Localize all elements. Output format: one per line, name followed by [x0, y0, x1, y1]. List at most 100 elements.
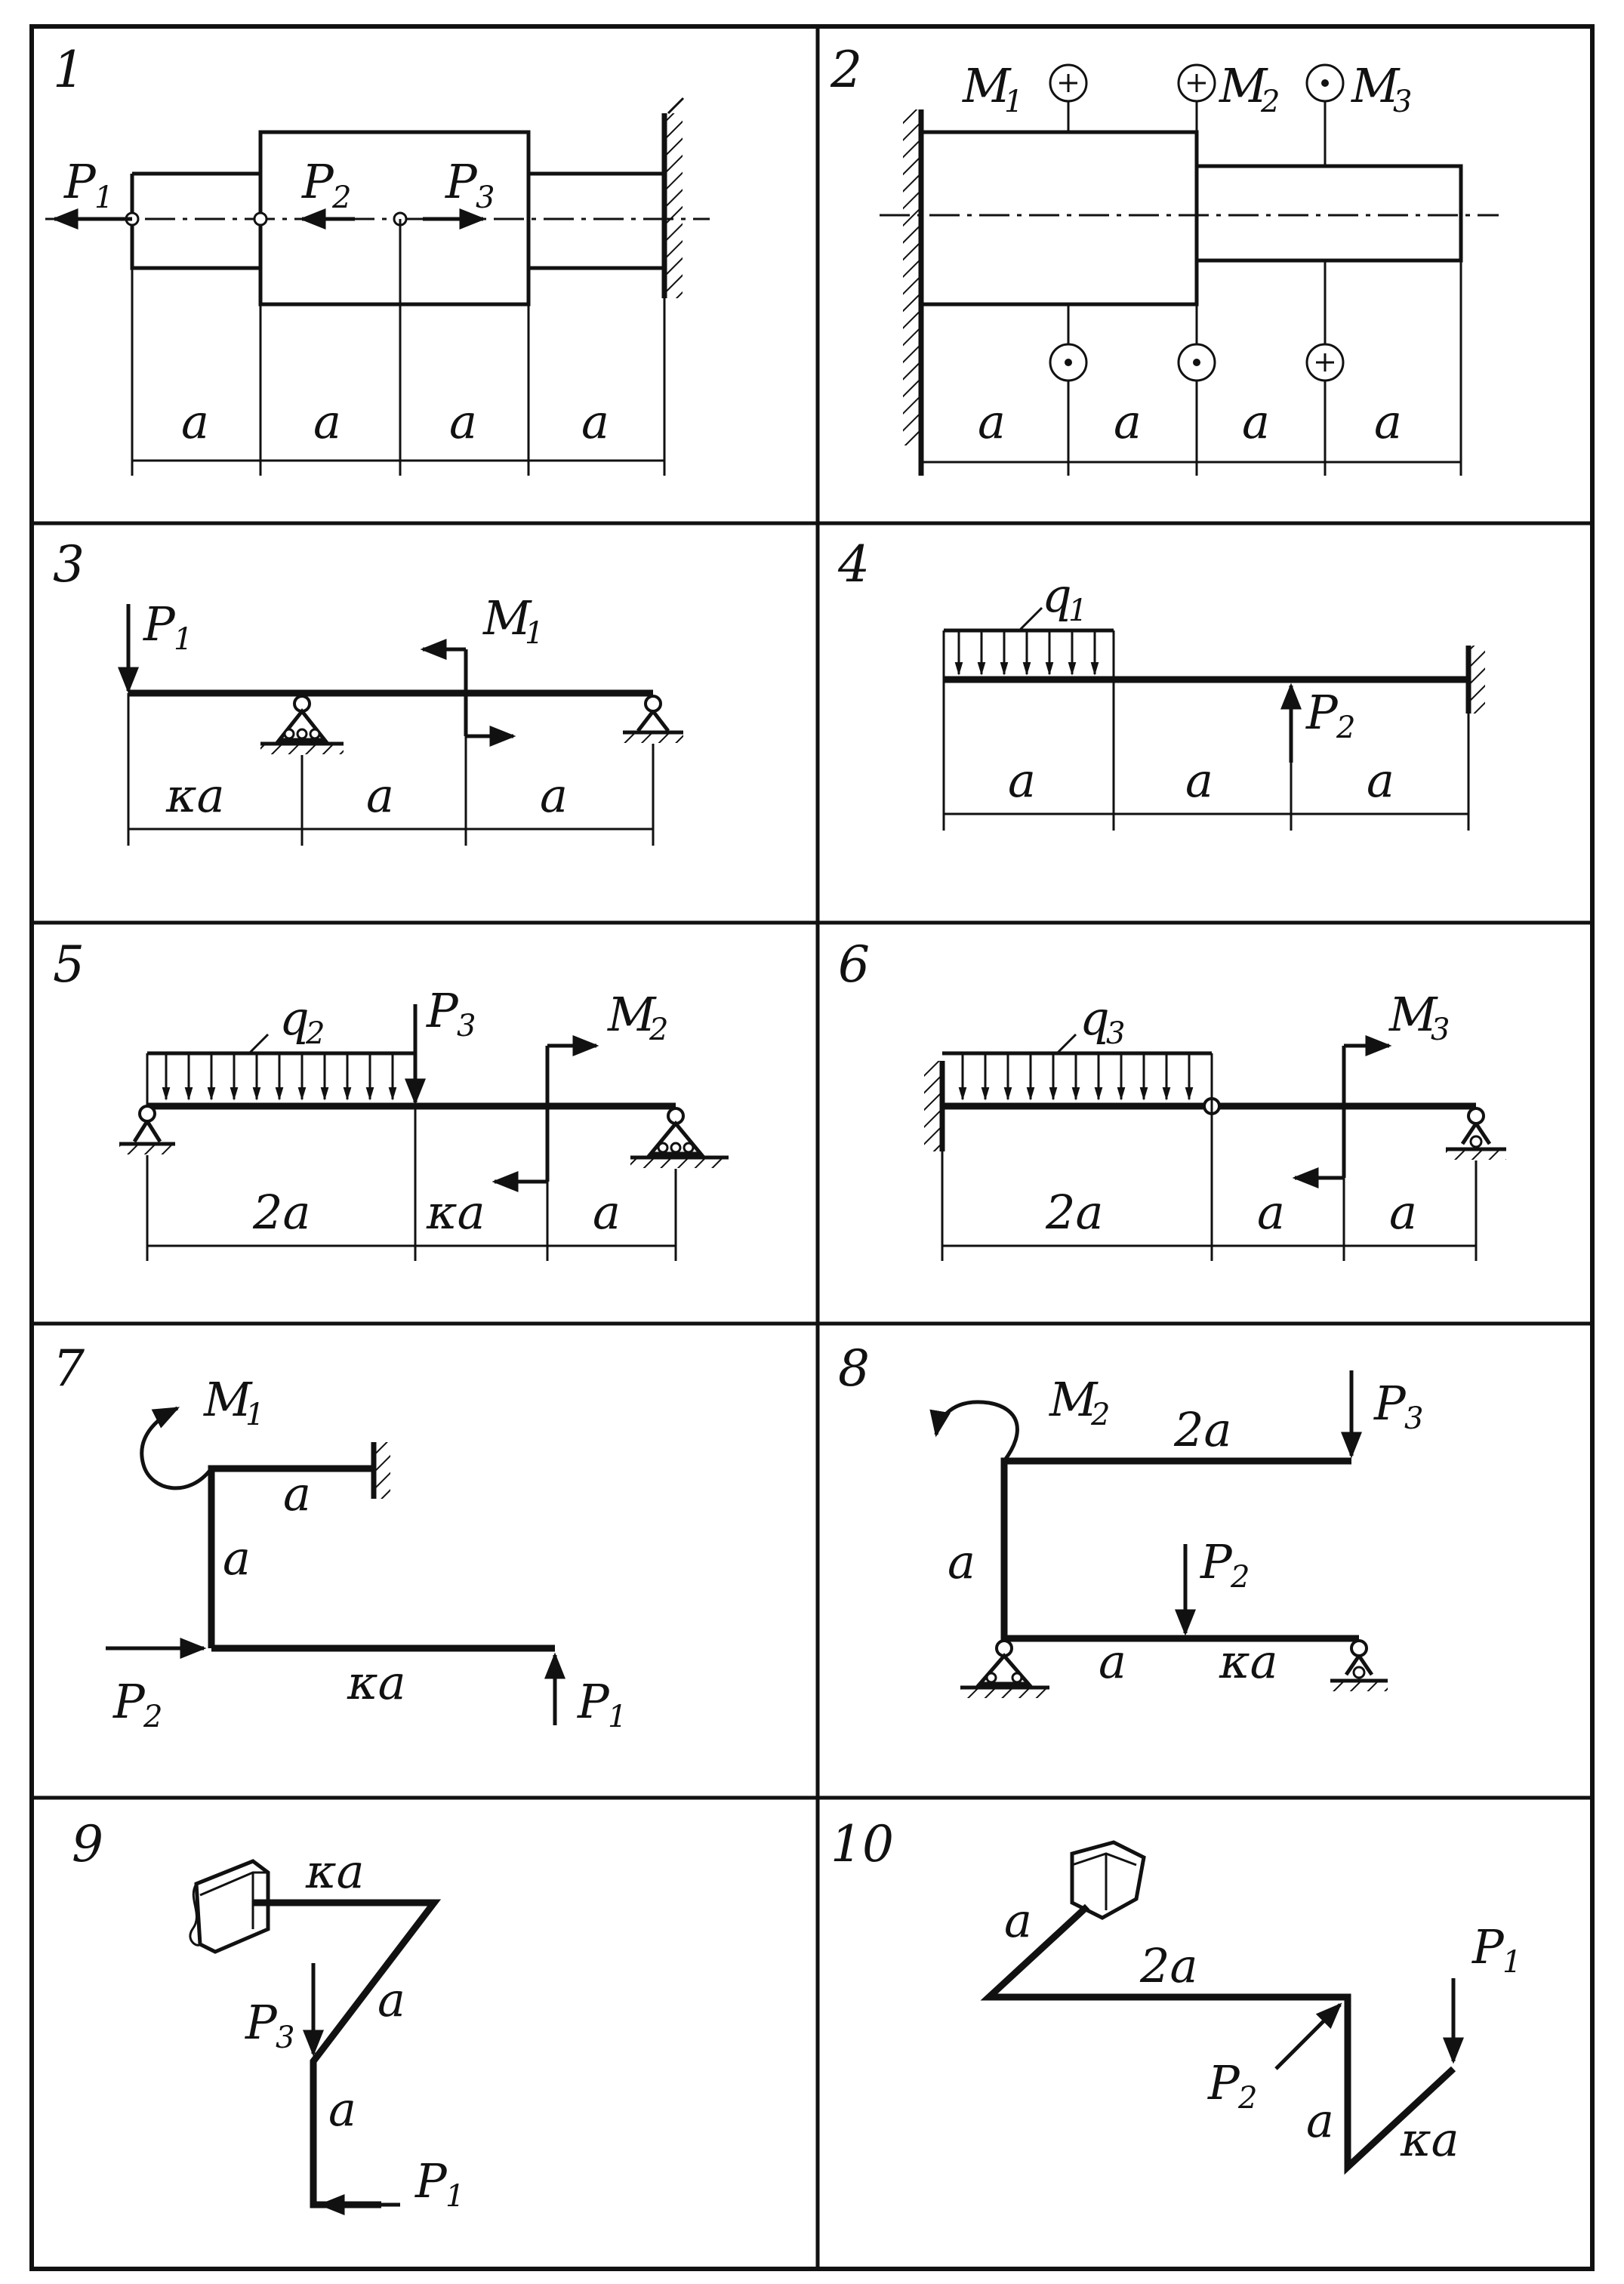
- panel-6: 6 q 3 M 3: [838, 935, 1506, 1261]
- label-m2-sub: 2: [1090, 1398, 1110, 1432]
- dim-label: a: [313, 394, 341, 449]
- label-q1-sub: 1: [1068, 593, 1087, 628]
- dim-label: a: [1185, 753, 1213, 808]
- fixed-block: [189, 1859, 270, 1954]
- label-m1: M: [482, 590, 532, 646]
- label-p3: P: [1373, 1376, 1407, 1431]
- label-m1-sub: 1: [245, 1398, 264, 1432]
- panel-number: 2: [830, 41, 862, 99]
- panel-2: 2 M 1 M 2 M 3: [830, 41, 1499, 476]
- pin-support: [260, 695, 344, 754]
- label-q2: q: [279, 991, 310, 1046]
- dim-label: κa: [305, 1844, 365, 1899]
- panel-number: 3: [53, 535, 85, 593]
- roller-support-left: [119, 1105, 175, 1154]
- dim-label: κa: [347, 1655, 406, 1710]
- label-p2-sub: 2: [143, 1700, 162, 1734]
- roller-support: [623, 695, 683, 743]
- stepped-rod: [130, 113, 667, 307]
- distributed-load-q3: [942, 1033, 1213, 1106]
- label-p1: P: [1471, 1919, 1505, 1974]
- panel-5: 5 q 2 P 3 M 2: [53, 935, 729, 1261]
- moment-arrow-m1: [140, 1406, 213, 1490]
- panel-4: 4 q 1 P 2 a a a: [837, 535, 1485, 831]
- label-m1: M: [203, 1372, 253, 1427]
- dim-label: a: [328, 2082, 356, 2137]
- dim-label: a: [1257, 1185, 1285, 1240]
- label-m3-sub: 3: [1393, 85, 1412, 119]
- label-p1-sub: 1: [94, 180, 113, 215]
- dim-label: 2a: [1139, 1938, 1197, 1993]
- dim-label: a: [1374, 394, 1402, 449]
- sheet-grid: [29, 24, 1595, 2271]
- dim-label: a: [593, 1185, 621, 1240]
- label-p2: P: [1207, 2055, 1240, 2110]
- panel-1: 1 P 1 P 2 P 3: [45, 41, 710, 476]
- dim-label: a: [1306, 2093, 1334, 2148]
- label-p2-sub: 2: [1230, 1560, 1250, 1595]
- roller-support: [1330, 1639, 1388, 1691]
- label-p3: P: [445, 154, 478, 209]
- label-q3: q: [1080, 991, 1110, 1046]
- wall-support: [664, 113, 683, 298]
- dim-label: a: [540, 768, 568, 823]
- dim-label: κa: [1400, 2112, 1459, 2167]
- dim-label: a: [1099, 1634, 1126, 1689]
- dim-label: a: [978, 394, 1006, 449]
- torque-symbol-m1: [1049, 63, 1088, 103]
- dim-label: a: [1367, 753, 1394, 808]
- label-p3: P: [426, 983, 459, 1038]
- panel-8: 8 M 2 P 3 P 2 2a a a κa: [838, 1339, 1423, 1698]
- label-p3-sub: 3: [457, 1009, 476, 1043]
- panel-number: 9: [72, 1815, 103, 1873]
- label-p1-sub: 1: [608, 1700, 627, 1734]
- label-q3-sub: 3: [1106, 1016, 1125, 1051]
- label-p1: P: [414, 2153, 448, 2208]
- label-p1: P: [143, 596, 176, 652]
- label-p1-sub: 1: [1502, 1945, 1521, 1980]
- torque-symbol-m3: [1305, 63, 1345, 103]
- dim-label: κa: [1219, 1634, 1278, 1689]
- dim-label: 2a: [1045, 1185, 1103, 1240]
- panel-number: 6: [838, 935, 870, 994]
- dim-label: a: [1242, 394, 1270, 449]
- dim-label: κa: [165, 768, 225, 823]
- dim-label: a: [1008, 753, 1036, 808]
- dimension-lines: [146, 1106, 677, 1261]
- moment-couple-m2: [492, 1035, 599, 1192]
- dim-label: 2a: [1173, 1402, 1231, 1457]
- panel-7: 7 M 1 P 2 P 1 a a κa: [53, 1339, 627, 1734]
- panel-9: 9 P 3 P 1 κa a a: [72, 1815, 464, 2215]
- moment-couple-m3: [1292, 1035, 1392, 1188]
- distributed-load-q2: [146, 1033, 415, 1106]
- dimension-lines: [131, 219, 666, 476]
- dim-label: a: [366, 768, 394, 823]
- force-arrow-p2: [1274, 2002, 1342, 2070]
- torque-symbol-m2: [1177, 63, 1216, 103]
- panel-number: 8: [838, 1339, 870, 1398]
- label-p2: P: [301, 154, 334, 209]
- label-p3: P: [245, 1995, 278, 2050]
- dim-label: κa: [426, 1185, 485, 1240]
- frame: [980, 1903, 1456, 2175]
- label-p2-sub: 2: [1336, 710, 1355, 745]
- dim-label: a: [1004, 1893, 1032, 1948]
- dim-label: a: [223, 1530, 251, 1586]
- dim-label: a: [449, 394, 477, 449]
- label-m1-sub: 1: [1004, 85, 1023, 119]
- label-m1: M: [962, 58, 1012, 113]
- label-q1: q: [1042, 568, 1072, 623]
- label-m3-sub: 3: [1431, 1013, 1450, 1047]
- dim-label: a: [581, 394, 609, 449]
- dim-label: a: [1389, 1185, 1417, 1240]
- panel-10: 10 P 2 P 1 a 2a a κa: [830, 1815, 1521, 2175]
- label-p3-sub: 3: [476, 180, 495, 215]
- label-m2: M: [1219, 58, 1268, 113]
- dim-label: a: [1114, 394, 1142, 449]
- distributed-load-q1: [942, 606, 1115, 680]
- label-p1: P: [577, 1674, 610, 1729]
- stepped-shaft: [919, 130, 1463, 307]
- label-p2: P: [1200, 1534, 1233, 1589]
- dim-label: 2a: [252, 1185, 310, 1240]
